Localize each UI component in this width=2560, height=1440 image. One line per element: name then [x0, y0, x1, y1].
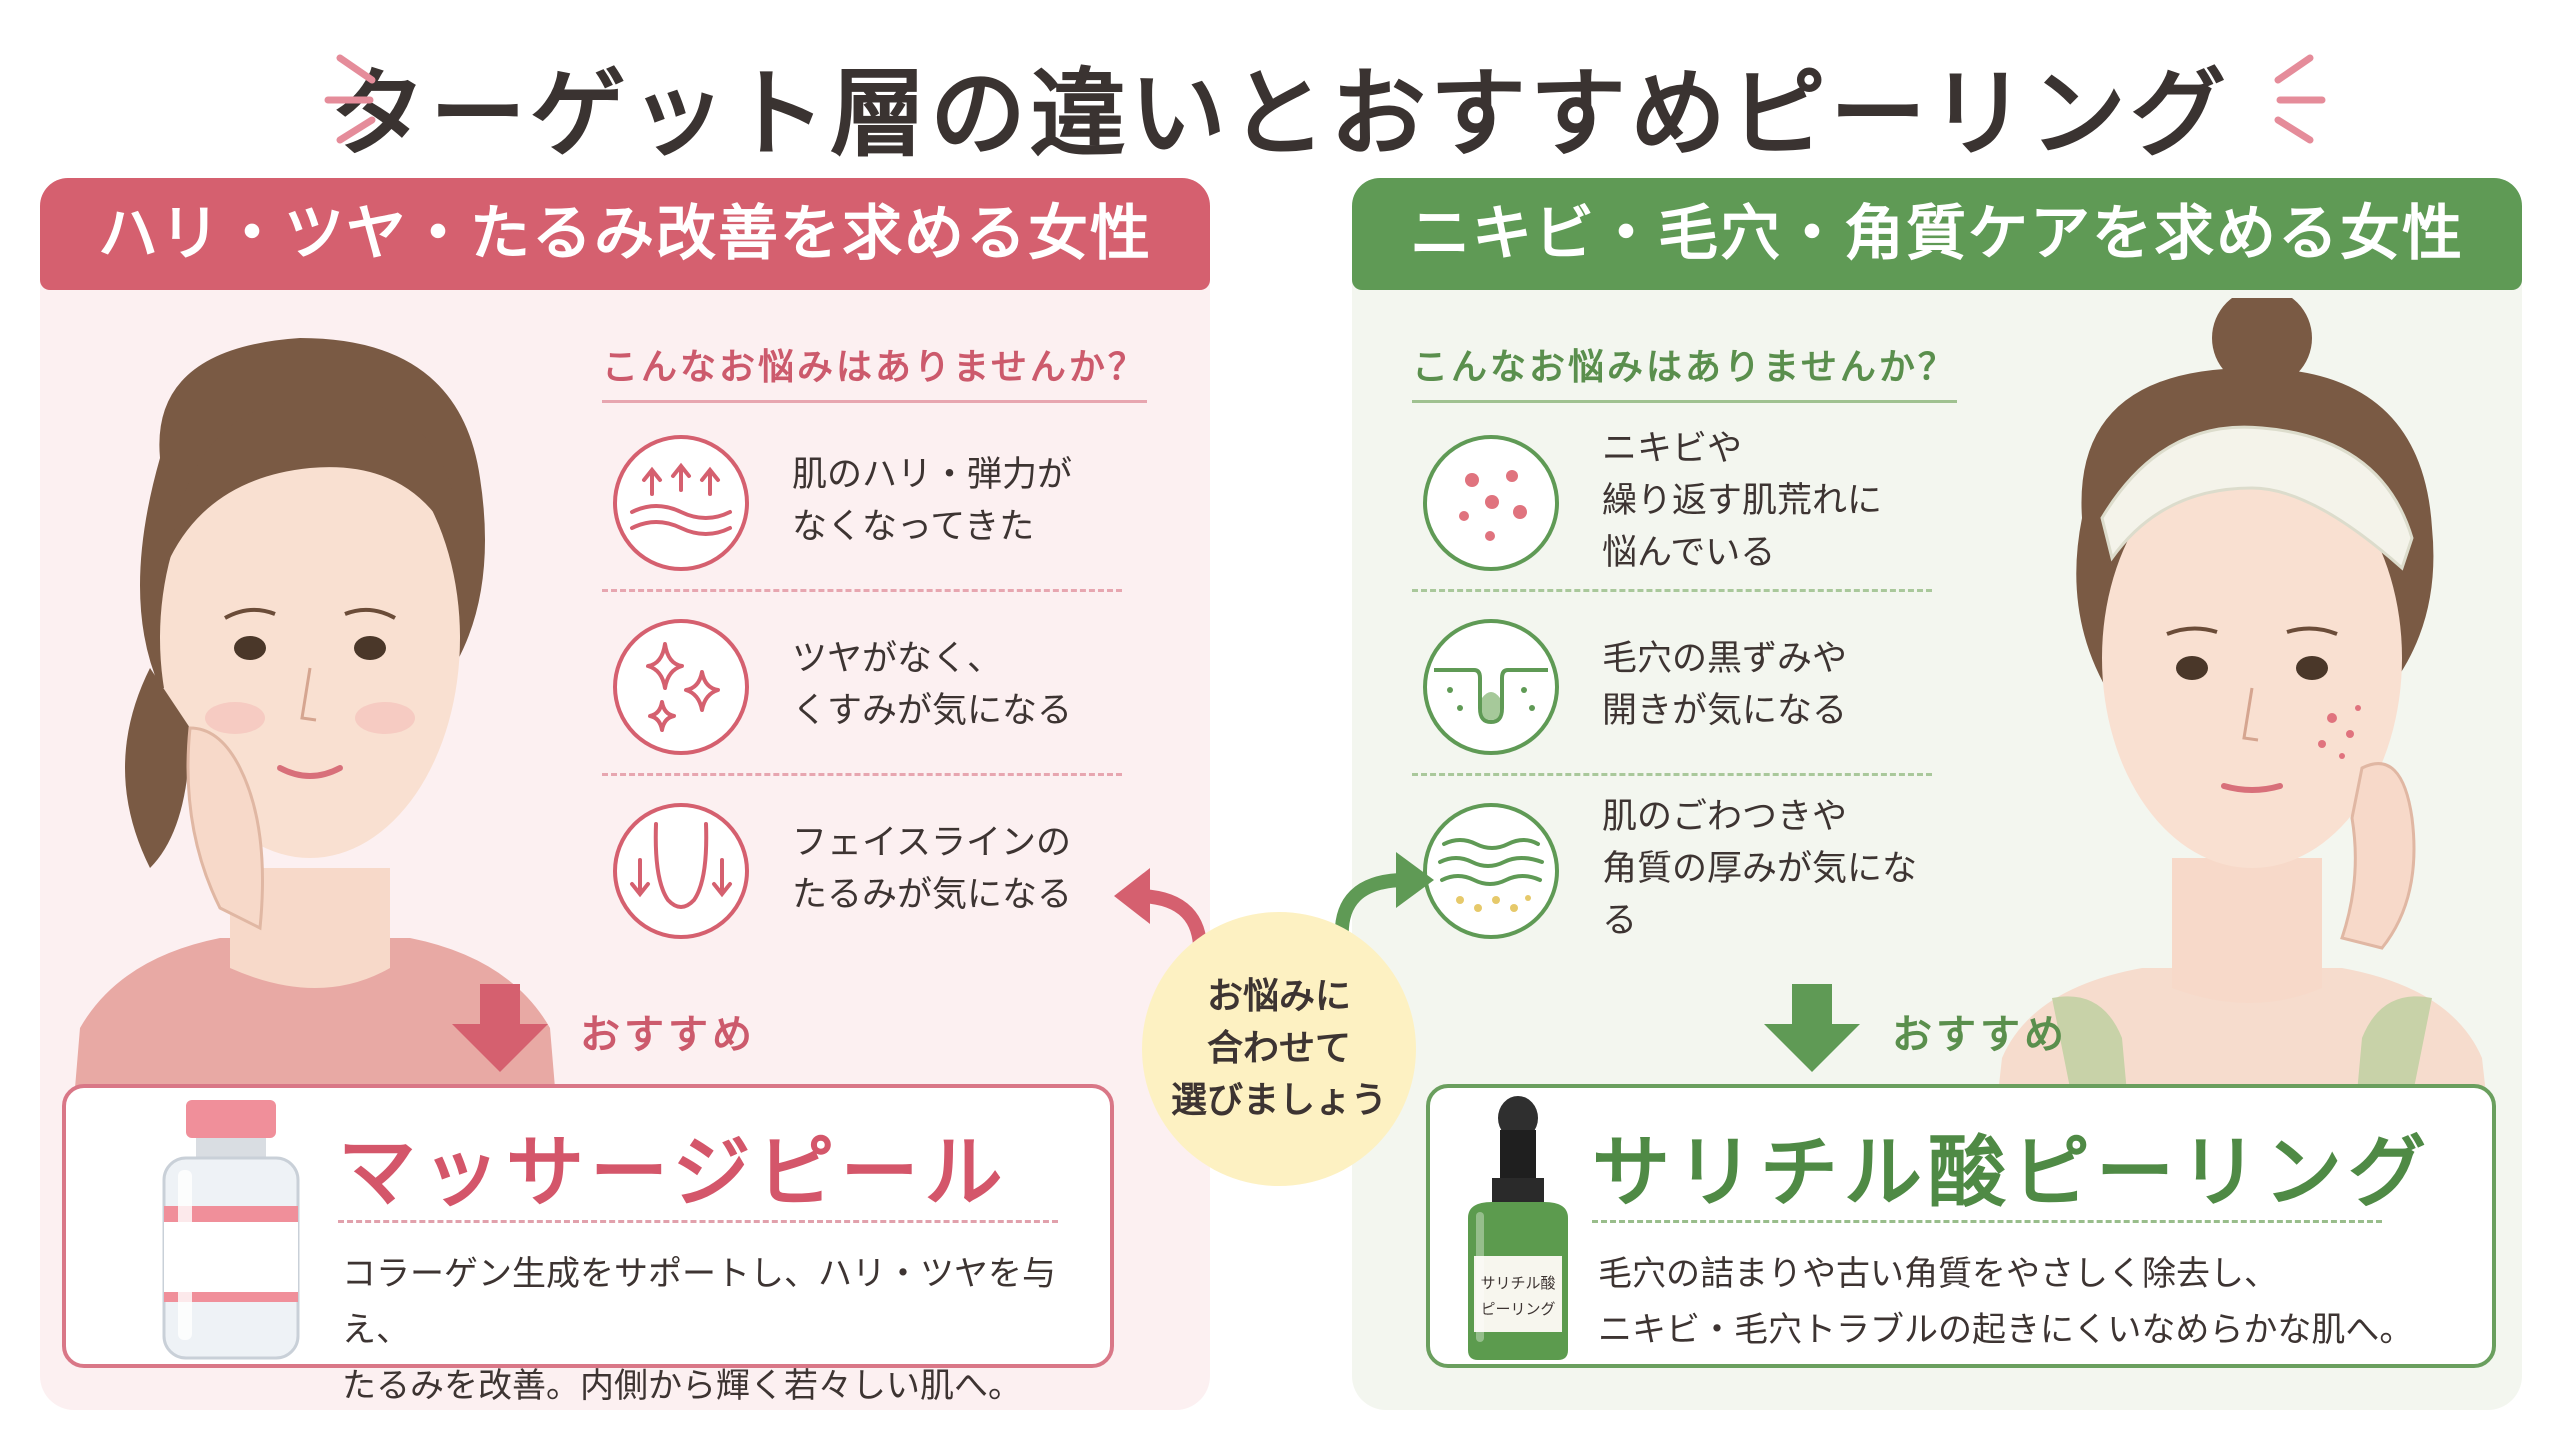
- description-line: コラーゲン生成をサポートし、ハリ・ツヤを与え、: [342, 1254, 1056, 1350]
- left-panel: ハリ・ツヤ・たるみ改善を求める女性 こんなお悩みはありませんか？: [40, 178, 1210, 1410]
- right-concern-item: 肌のごわつきや 角質の厚みが気になる: [1412, 778, 1932, 960]
- left-recommend-label: おすすめ: [580, 1012, 756, 1058]
- bubble-line: 合わせて: [1206, 1028, 1351, 1069]
- left-product-name: マッサージピール: [338, 1128, 1009, 1218]
- right-concern-item: 毛穴の黒ずみや 開きが気になる: [1412, 594, 1932, 776]
- sparkle-icon: [613, 619, 749, 755]
- right-question: こんなお悩みはありませんか？: [1412, 338, 1957, 403]
- left-concern-item: ツヤがなく、 くすみが気になる: [602, 594, 1122, 776]
- concern-line: 毛穴の黒ずみや: [1602, 639, 1848, 679]
- left-concern-item: 肌のハリ・弾力が なくなってきた: [602, 410, 1122, 592]
- concern-line: たるみが気になる: [792, 875, 1073, 915]
- right-product-name: サリチル酸ピーリング: [1592, 1128, 2433, 1218]
- left-header: ハリ・ツヤ・たるみ改善を求める女性: [40, 178, 1210, 290]
- divider: [1592, 1220, 2382, 1223]
- divider: [338, 1220, 1058, 1223]
- vial-bottle-icon: [162, 1100, 300, 1360]
- down-arrow-icon: [452, 984, 548, 1072]
- description-line: 毛穴の詰まりや古い角質をやさしく除去し、: [1598, 1254, 2278, 1294]
- acne-dots-icon: [1423, 435, 1559, 571]
- center-advice-bubble: お悩みに 合わせて 選びましょう: [1142, 912, 1416, 1186]
- concern-line: 悩んでいる: [1602, 533, 1776, 573]
- woman-illustration-icon: [70, 338, 560, 1148]
- concern-line: くすみが気になる: [792, 691, 1073, 731]
- burst-decoration-icon: [324, 54, 376, 144]
- right-recommend-label: おすすめ: [1892, 1012, 2068, 1058]
- concern-line: 繰り返す肌荒れに: [1602, 481, 1883, 521]
- concern-line: フェイスラインの: [792, 823, 1071, 863]
- left-product-card: マッサージピール コラーゲン生成をサポートし、ハリ・ツヤを与え、 たるみを改善。…: [62, 1084, 1114, 1406]
- concern-line: 肌のハリ・弾力が: [792, 455, 1073, 495]
- description-line: たるみを改善。内側から輝く若々しい肌へ。: [342, 1366, 1022, 1406]
- firmness-arrows-icon: [613, 435, 749, 571]
- concern-line: 肌のごわつきや: [1602, 797, 1848, 837]
- bubble-line: お悩みに: [1206, 976, 1351, 1017]
- description-line: ニキビ・毛穴トラブルの起きにくいなめらかな肌へ。: [1598, 1310, 2414, 1350]
- pore-icon: [1423, 619, 1559, 755]
- concern-line: 開きが気になる: [1602, 691, 1848, 731]
- bottle-label-line: ピーリング: [1480, 1300, 1555, 1318]
- left-concern-item: フェイスラインの たるみが気になる: [602, 778, 1122, 960]
- faceline-icon: [613, 803, 749, 939]
- down-arrow-icon: [1764, 984, 1860, 1072]
- right-product-description: 毛穴の詰まりや古い角質をやさしく除去し、 ニキビ・毛穴トラブルの起きにくいなめら…: [1598, 1246, 2413, 1358]
- woman-illustration-icon: [1992, 298, 2492, 1148]
- right-header: ニキビ・毛穴・角質ケアを求める女性: [1352, 178, 2522, 290]
- right-panel: ニキビ・毛穴・角質ケアを求める女性 こんなお悩みはありませんか？ ニキビや 繰り…: [1334, 178, 2522, 1410]
- concern-line: ツヤがなく、: [792, 639, 1003, 679]
- rough-skin-icon: [1423, 803, 1559, 939]
- burst-decoration-icon: [2274, 54, 2326, 144]
- bubble-line: 選びましょう: [1170, 1080, 1387, 1121]
- concern-line: なくなってきた: [792, 507, 1035, 547]
- left-product-description: コラーゲン生成をサポートし、ハリ・ツヤを与え、 たるみを改善。内側から輝く若々し…: [342, 1246, 1110, 1414]
- right-product-card: サリチル酸 ピーリング サリチル酸ピーリング 毛穴の詰まりや古い角質をやさしく除…: [1426, 1084, 2496, 1368]
- right-concern-item: ニキビや 繰り返す肌荒れに 悩んでいる: [1412, 410, 1932, 592]
- bottle-label-line: サリチル酸: [1480, 1274, 1555, 1292]
- page-title: ターゲット層の違いとおすすめピーリング: [330, 58, 2230, 170]
- concern-line: 角質の厚みが気になる: [1602, 849, 1918, 941]
- left-question: こんなお悩みはありませんか？: [602, 338, 1147, 403]
- dropper-bottle-icon: サリチル酸 ピーリング: [1468, 1096, 1568, 1360]
- concern-line: ニキビや: [1602, 429, 1743, 469]
